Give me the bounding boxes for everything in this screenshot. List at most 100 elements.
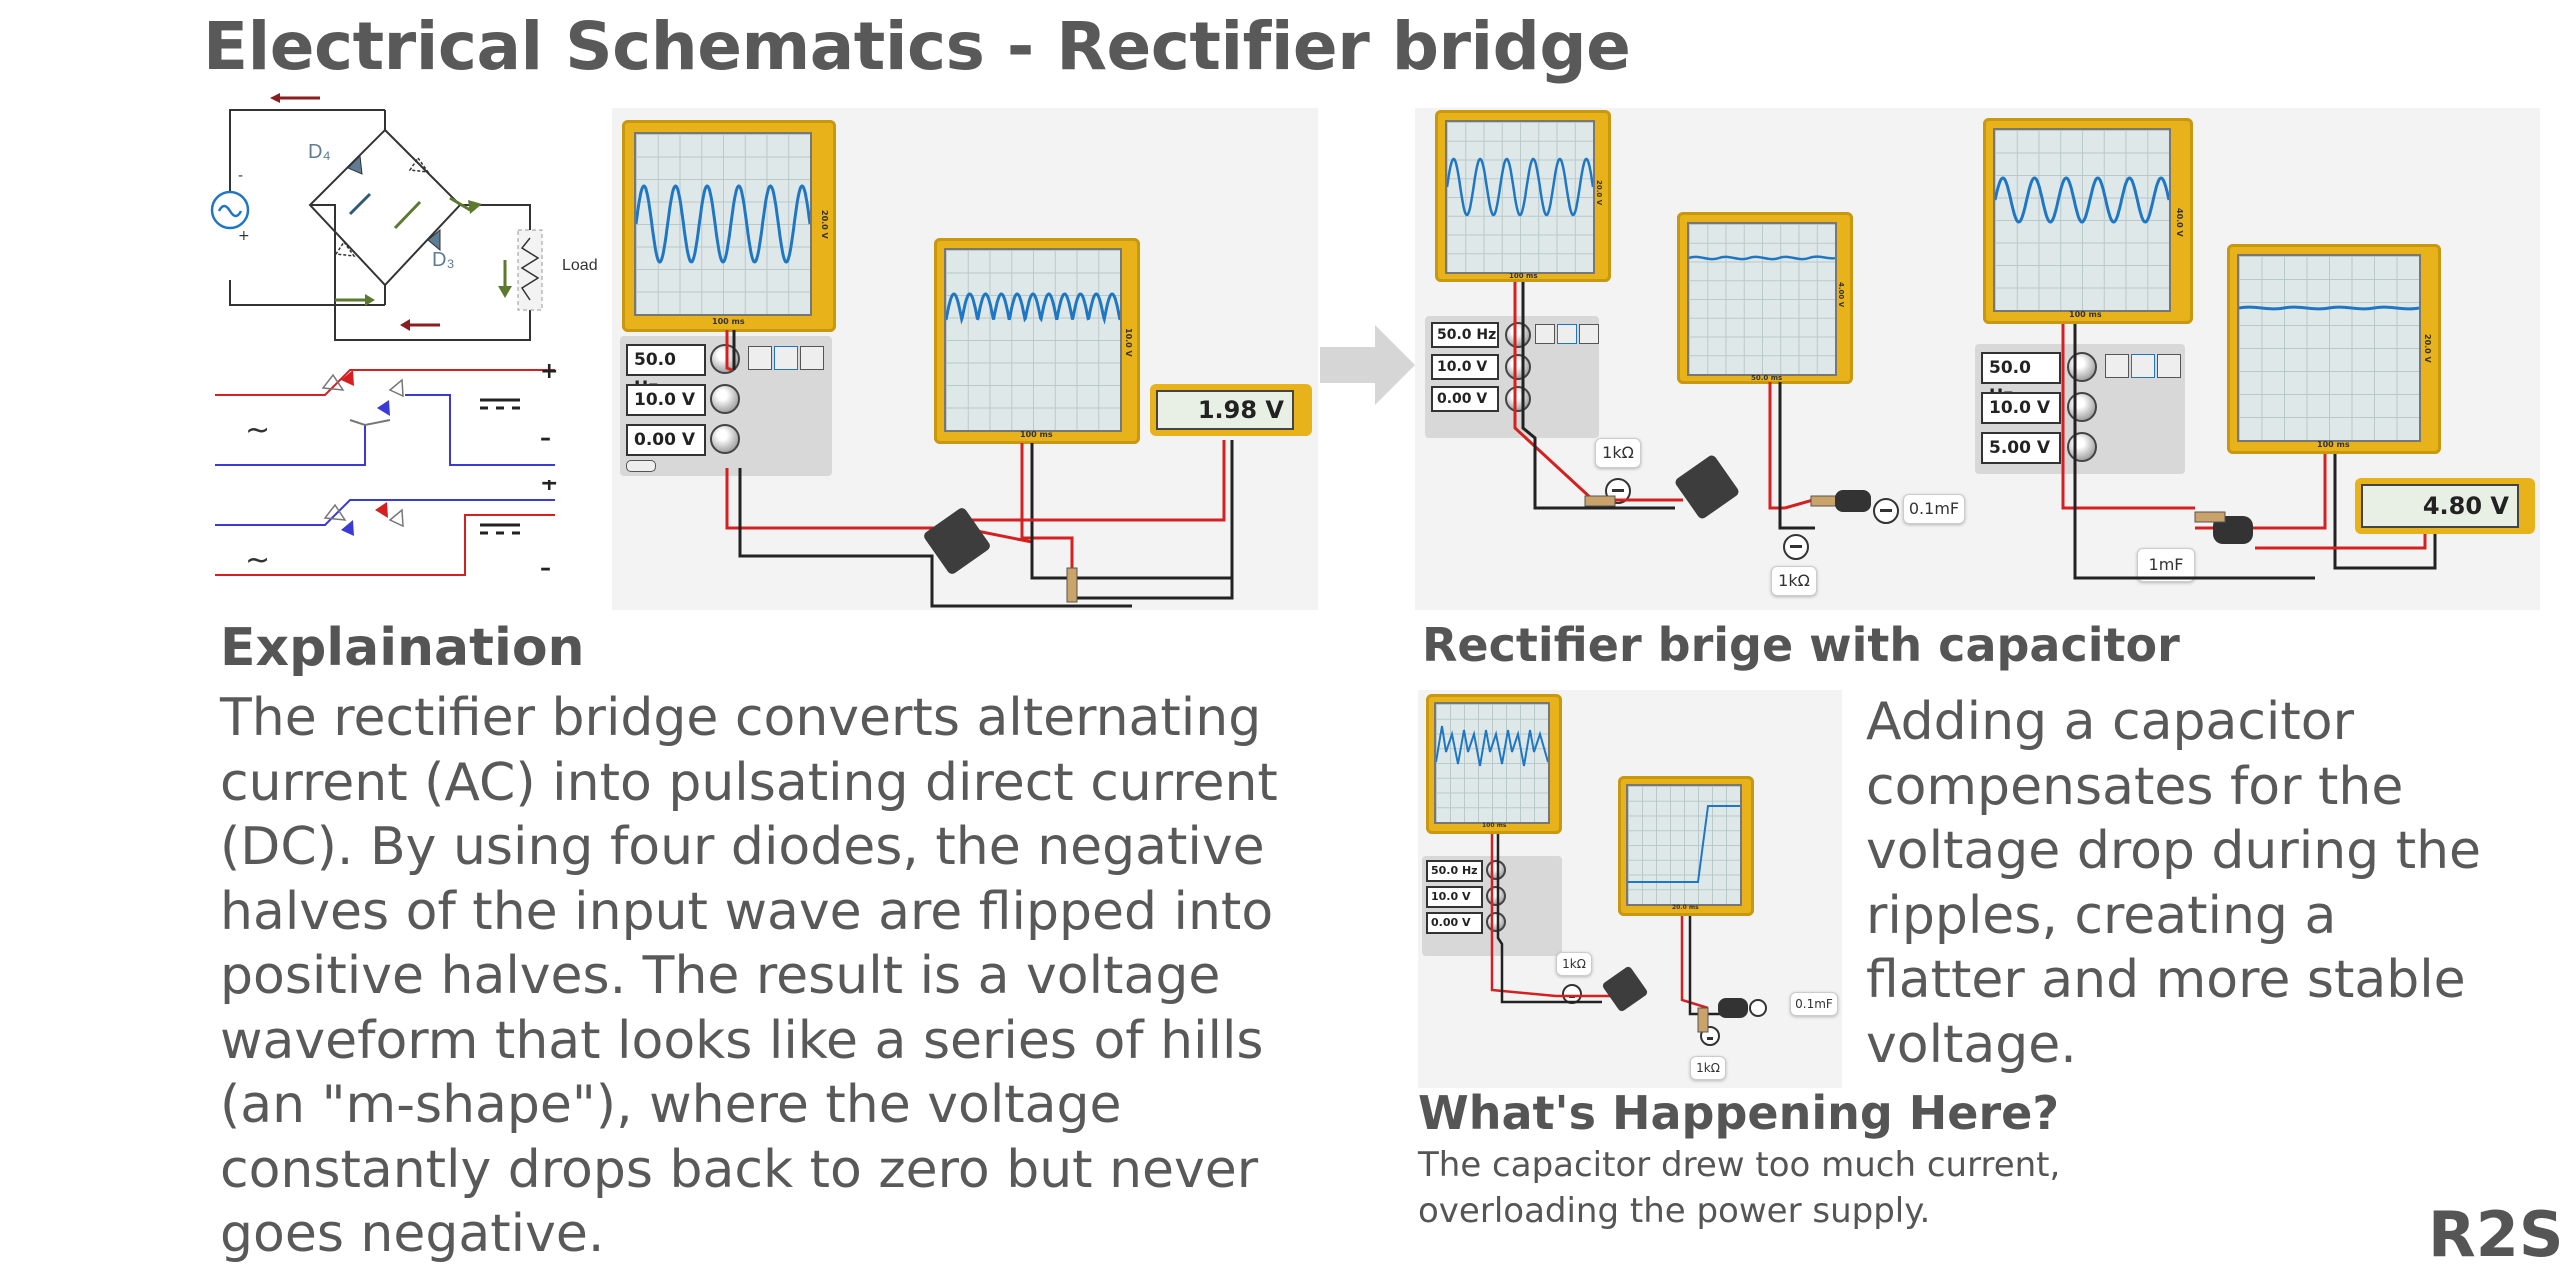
amplitude-field[interactable]: 10.0 V <box>1981 392 2061 424</box>
tilde-2: ~ <box>245 543 270 578</box>
sim-panel-basic: 20.0 V 100 ms 10.0 V 100 ms 50.0 Hz 10.0… <box>612 108 1318 610</box>
source-minus: - <box>238 168 243 184</box>
offset-knob[interactable] <box>1505 386 1531 412</box>
rectified-waveform <box>944 292 1122 325</box>
offset-knob[interactable] <box>710 424 740 454</box>
multimeter-3: 4.80 V <box>2355 478 2535 534</box>
happening-heading: What's Happening Here? <box>1418 1086 2060 1140</box>
page-title: Electrical Schematics - Rectifier bridge <box>203 8 1631 85</box>
explanation-heading: Explaination <box>220 618 585 678</box>
capacitor-text: Adding a capacitor compensates for the v… <box>1866 692 2482 1075</box>
offset-field[interactable]: 0.00 V <box>626 424 706 456</box>
function-generator-2: 50.0 Hz 10.0 V 0.00 V <box>1425 316 1599 438</box>
square-wave-button[interactable] <box>2105 354 2129 378</box>
oscilloscope-input-4[interactable]: 100 ms <box>1426 694 1562 834</box>
scope-time-label: 100 ms <box>1020 430 1053 439</box>
tilde-1: ~ <box>245 413 270 448</box>
sim-panel-capacitor: 20.0 V 100 ms 4.00 V 50.0 ms 50.0 Hz 10.… <box>1415 108 2540 610</box>
output-step-waveform <box>1628 805 1740 883</box>
d4-label: D₄ <box>308 141 331 163</box>
scope-volt-label: 20.0 V <box>2423 334 2432 363</box>
distorted-waveform <box>1435 725 1549 767</box>
multimeter: 1.98 V <box>1150 384 1312 436</box>
frequency-field[interactable]: 50.0 Hz <box>1426 860 1483 882</box>
input-waveform <box>1445 157 1595 217</box>
amplitude-field[interactable]: 10.0 V <box>1431 354 1499 380</box>
amplitude-knob[interactable] <box>1505 354 1531 380</box>
triangle-wave-button[interactable] <box>2157 354 2181 378</box>
oscilloscope-output-2[interactable]: 4.00 V 50.0 ms <box>1677 212 1853 384</box>
load-resistor-label: 1kΩ <box>1690 1056 1726 1080</box>
circuit-wires-2 <box>1513 282 2437 580</box>
square-wave-button[interactable] <box>748 346 772 370</box>
sine-wave-button[interactable] <box>2131 354 2155 378</box>
amplitude-knob[interactable] <box>710 384 740 414</box>
scope-time-label: 100 ms <box>1509 272 1538 280</box>
source-plus: + <box>238 228 250 244</box>
oscilloscope-input-3[interactable]: 40.0 V 100 ms <box>1983 118 2193 324</box>
resistor-label: 1kΩ <box>1556 952 1592 976</box>
d3-label: D₃ <box>432 249 455 271</box>
scope-time-label: 100 ms <box>1482 822 1507 829</box>
scope-volt-label: 20.0 V <box>820 210 829 239</box>
amplitude-knob[interactable] <box>2067 392 2097 422</box>
plus-out-2: + <box>540 480 558 496</box>
multimeter-reading: 1.98 V <box>1156 390 1294 430</box>
resistor-label: 1kΩ <box>1595 438 1641 468</box>
oscilloscope-output-3[interactable]: 20.0 V 100 ms <box>2227 244 2441 454</box>
triangle-wave-button[interactable] <box>1579 324 1599 344</box>
scope-time-label: 20.0 ms <box>1672 904 1699 911</box>
oscilloscope-output-4[interactable]: 20.0 ms <box>1618 776 1754 916</box>
polarity-diagram-1: ~ + – <box>215 359 558 466</box>
power-toggle[interactable] <box>626 460 656 472</box>
smoothed-waveform <box>1688 255 1836 261</box>
load-minus-icon[interactable] <box>1783 534 1809 560</box>
triangle-wave-button[interactable] <box>800 346 824 370</box>
oscilloscope-input-2[interactable]: 20.0 V 100 ms <box>1435 110 1611 282</box>
happening-text: The capacitor drew too much current, ove… <box>1418 1145 2061 1231</box>
function-generator-3: 50.0 Hz 10.0 V 5.00 V <box>1975 344 2185 474</box>
circuit-wires <box>725 330 1234 608</box>
offset-knob[interactable] <box>2067 432 2097 462</box>
sine-wave-button[interactable] <box>1557 324 1577 344</box>
scope-time-label: 100 ms <box>712 317 745 326</box>
multimeter-reading: 4.80 V <box>2361 484 2519 528</box>
oscilloscope-input[interactable]: 20.0 V 100 ms <box>622 120 836 332</box>
polarity-diagram-2: ~ + – <box>215 480 558 581</box>
minus-out-1: – <box>540 426 551 451</box>
input-waveform <box>634 184 812 264</box>
load-resistor-label: 1kΩ <box>1771 566 1817 596</box>
next-arrow <box>1320 325 1415 405</box>
amplitude-field[interactable]: 10.0 V <box>1426 886 1483 908</box>
sim-panel-overload: 100 ms 20.0 ms 50.0 Hz 10.0 V 0.00 V 1kΩ… <box>1418 690 1842 1088</box>
capacitor-heading: Rectifier brige with capacitor <box>1422 618 2180 672</box>
capacitor-label: 1mF <box>2137 548 2195 582</box>
scope-volt-label: 20.0 V <box>1595 180 1603 206</box>
frequency-knob[interactable] <box>2067 352 2097 382</box>
capacitor-label: 0.1mF <box>1790 992 1838 1016</box>
r2s-logo: R2S <box>2428 1198 2560 1271</box>
circuit-wires-4 <box>1490 834 1767 1033</box>
load-label: Load <box>562 257 598 274</box>
scope-volt-label: 10.0 V <box>1124 328 1133 357</box>
amplitude-field[interactable]: 10.0 V <box>626 384 706 416</box>
scope-time-label: 100 ms <box>2069 310 2102 319</box>
plus-out-1: + <box>540 359 558 384</box>
offset-field[interactable]: 0.00 V <box>1426 912 1483 934</box>
square-wave-button[interactable] <box>1535 324 1555 344</box>
minus-out-2: – <box>540 556 551 581</box>
smoothed-waveform <box>2238 305 2420 311</box>
capacitor-minus-icon[interactable] <box>1873 498 1899 524</box>
offset-field[interactable]: 5.00 V <box>1981 432 2061 464</box>
scope-volt-label: 4.00 V <box>1837 282 1845 308</box>
sine-wave-button[interactable] <box>774 346 798 370</box>
offset-field[interactable]: 0.00 V <box>1431 386 1499 412</box>
frequency-knob[interactable] <box>1505 322 1531 348</box>
scope-volt-label: 40.0 V <box>2175 208 2184 237</box>
oscilloscope-output[interactable]: 10.0 V 100 ms <box>934 238 1140 444</box>
input-waveform <box>1993 176 2171 224</box>
bridge-schematic: D₄ D₃ Load - + <box>210 93 598 341</box>
scope-time-label: 50.0 ms <box>1751 374 1783 382</box>
frequency-field[interactable]: 50.0 Hz <box>1431 322 1499 348</box>
capacitor-label: 0.1mF <box>1903 494 1965 524</box>
